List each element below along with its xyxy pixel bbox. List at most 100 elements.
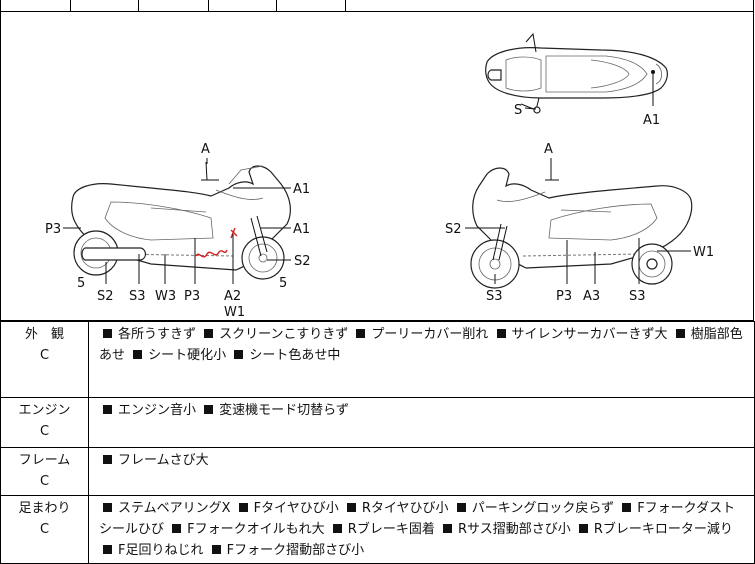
- inspection-item: プーリーカバー削れ: [352, 327, 488, 342]
- label-right-a: A: [544, 142, 553, 157]
- inspection-item: 樹脂部色あせ: [99, 327, 743, 363]
- black-square-icon: [622, 503, 632, 512]
- black-square-icon: [103, 503, 112, 512]
- scooter-top-view: [485, 32, 668, 114]
- label-right-p3: P3: [556, 289, 572, 304]
- section-items-cell: 各所うすきず スクリーンこすりきず プーリーカバー削れ サイレンサーカバーきず大…: [88, 321, 755, 398]
- previous-table-strip: [0, 0, 754, 12]
- inspection-item-text: 各所うすきず: [118, 327, 197, 342]
- black-square-icon: [103, 405, 112, 414]
- inspection-item: Rサス摺動部さび小: [439, 522, 571, 537]
- inspection-item: フレームさび大: [99, 453, 209, 468]
- inspection-item-text: パーキングロック戻らず: [471, 501, 615, 516]
- section-grade: C: [39, 348, 50, 363]
- scooter-right-side: [470, 162, 693, 289]
- black-square-icon: [578, 524, 588, 533]
- black-square-icon: [172, 524, 182, 533]
- strip-divider: [208, 0, 209, 11]
- inspection-item-text: サイレンサーカバーきず大: [511, 327, 668, 342]
- label-left-s2-right: S2: [294, 254, 311, 269]
- label-left-a1-upper: A1: [293, 182, 310, 197]
- section-name: エンジン: [18, 403, 71, 418]
- strip-divider: [276, 0, 277, 11]
- black-square-icon: [133, 350, 143, 359]
- section-grade: C: [39, 424, 50, 439]
- inspection-item-text: Rサス摺動部さび小: [457, 522, 571, 537]
- section-category-cell: フレーム C: [0, 447, 89, 496]
- strip-divider: [345, 0, 346, 11]
- inspection-item: Rブレーキローター減り: [575, 522, 733, 537]
- label-left-5-left: 5: [77, 276, 85, 291]
- inspection-item-text: Rタイヤひび小: [361, 501, 449, 516]
- section-grade: C: [39, 474, 50, 489]
- section-name: 外 観: [24, 327, 64, 342]
- inspection-item-text: プーリーカバー削れ: [371, 327, 489, 342]
- inspection-item-text: Fフォーク摺動部さび小: [226, 543, 365, 558]
- label-left-s3: S3: [129, 289, 146, 304]
- section-category-cell: 足まわり C: [0, 495, 89, 564]
- inspection-item: スクリーンこすりきず: [200, 327, 348, 342]
- damage-diagram: S A1: [0, 12, 754, 321]
- section-items-cell: ステムベアリングX Fタイヤひび小 Rタイヤひび小 パーキングロック戻らず Fフ…: [88, 495, 755, 564]
- label-right-a3: A3: [583, 289, 600, 304]
- label-left-w1: W1: [224, 305, 245, 320]
- label-left-s2: S2: [97, 289, 114, 304]
- black-square-icon: [103, 545, 112, 554]
- inspection-item-text: フレームさび大: [118, 453, 209, 468]
- label-left-a: A: [201, 142, 210, 157]
- black-square-icon: [204, 405, 214, 414]
- inspection-item-text: Fタイヤひび小: [253, 501, 339, 516]
- inspection-item-text: F足回りねじれ: [118, 543, 204, 558]
- section-name: 足まわり: [18, 501, 71, 516]
- scooter-left-side: [71, 161, 291, 280]
- black-square-icon: [456, 503, 466, 512]
- inspection-item: Rブレーキ固着: [329, 522, 435, 537]
- damage-mark-scratch: [195, 249, 228, 258]
- label-left-p3: P3: [45, 222, 61, 237]
- inspection-item: Fフォークダストシールひび: [99, 501, 735, 537]
- section-items-cell: フレームさび大: [88, 447, 755, 496]
- strip-divider: [753, 0, 754, 11]
- section-row: 外 観 C 各所うすきず スクリーンこすりきず プーリーカバー削れ サイレンサーカバ…: [0, 321, 755, 398]
- inspection-item-text: シート色あせ中: [249, 348, 341, 363]
- label-left-5-right: 5: [279, 276, 287, 291]
- section-row: エンジン C エンジン音小 変速機モード切替らず: [0, 397, 755, 448]
- black-square-icon: [356, 329, 366, 338]
- inspection-item: サイレンサーカバーきず大: [493, 327, 668, 342]
- section-category-cell: 外 観 C: [0, 321, 89, 398]
- inspection-item: エンジン音小: [99, 403, 196, 418]
- section-grade: C: [39, 522, 50, 537]
- label-right-s3-left: S3: [486, 289, 503, 304]
- inspection-item: 変速機モード切替らず: [200, 403, 349, 418]
- label-left-a1-lower: A1: [293, 222, 310, 237]
- leader-top-s: [524, 107, 537, 110]
- black-square-icon: [238, 503, 248, 512]
- section-category-cell: エンジン C: [0, 397, 89, 448]
- black-square-icon: [234, 350, 244, 359]
- black-square-icon: [442, 524, 452, 533]
- label-top-a1: A1: [643, 113, 660, 128]
- inspection-item-text: Fフォークダストシールひび: [99, 501, 736, 537]
- section-row: フレーム C フレームさび大: [0, 447, 755, 496]
- label-right-w1: W1: [693, 245, 714, 260]
- inspection-item: パーキングロック戻らず: [453, 501, 614, 516]
- inspection-item-text: 樹脂部色あせ: [99, 327, 743, 363]
- section-items-cell: エンジン音小 変速機モード切替らず: [88, 397, 755, 448]
- strip-divider: [138, 0, 139, 11]
- black-square-icon: [204, 329, 214, 338]
- black-square-icon: [496, 329, 506, 338]
- inspection-item-text: Rブレーキローター減り: [593, 522, 733, 537]
- inspection-item: Rタイヤひび小: [343, 501, 449, 516]
- section-name: フレーム: [18, 453, 71, 468]
- inspection-item-text: スクリーンこすりきず: [219, 327, 349, 342]
- inspection-item: Fタイヤひび小: [235, 501, 339, 516]
- label-right-s3-right: S3: [629, 289, 646, 304]
- black-square-icon: [103, 455, 112, 464]
- black-square-icon: [346, 503, 356, 512]
- section-row: 足まわり C ステムベアリングX Fタイヤひび小 Rタイヤひび小 パーキングロック戻…: [0, 495, 755, 564]
- inspection-item: F足回りねじれ: [99, 543, 203, 558]
- damage-mark-a2: [230, 227, 238, 239]
- inspection-item-text: 変速機モード切替らず: [219, 403, 349, 418]
- inspection-item: シート硬化小: [129, 348, 226, 363]
- inspection-item: ステムベアリングX: [99, 501, 231, 516]
